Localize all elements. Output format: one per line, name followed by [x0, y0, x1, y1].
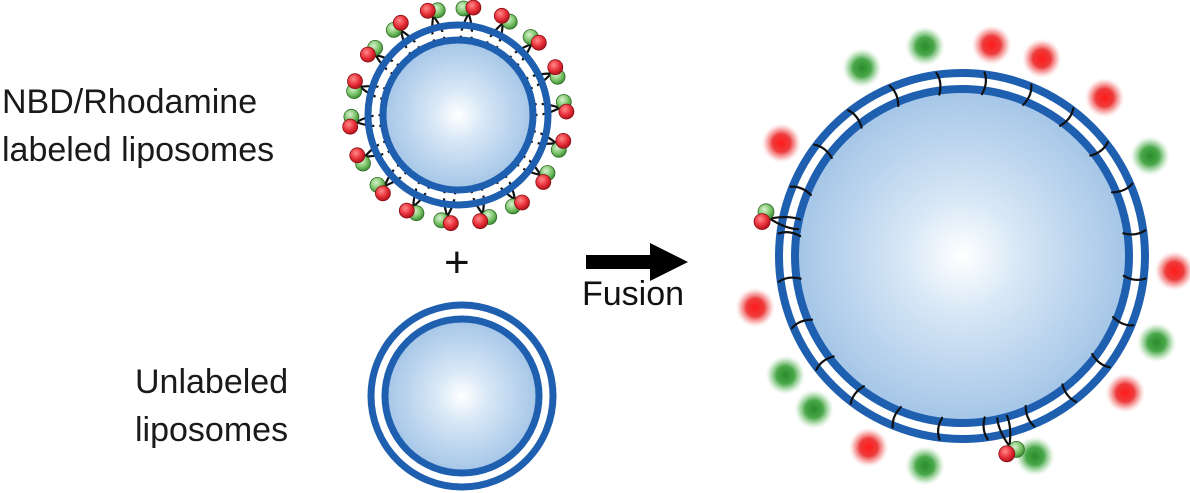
outer-membrane	[367, 301, 557, 491]
inner-membrane	[791, 85, 1133, 427]
lipid-tail	[1091, 353, 1111, 369]
unlabeled-liposome	[367, 301, 557, 491]
lipid-tail	[1059, 107, 1075, 127]
lipid-tail	[815, 355, 835, 371]
lipid-tail	[1089, 141, 1109, 157]
outer-membrane	[775, 69, 1149, 443]
lipid-tail	[813, 143, 833, 159]
lipid-tail	[1112, 316, 1135, 327]
lipid-tail	[1022, 83, 1033, 106]
lipid-tail	[888, 84, 900, 108]
lipid-tail	[777, 230, 802, 238]
lipid-tail	[1061, 383, 1077, 403]
membrane-gap	[373, 30, 543, 200]
rhodamine-glow	[761, 123, 802, 164]
inner-membrane	[379, 36, 537, 194]
lipid-tail	[936, 416, 944, 441]
lipid-tail	[1110, 182, 1134, 194]
probe-lipid	[753, 203, 802, 231]
fusion-label: Fusion	[582, 275, 685, 313]
rhodamine-glow	[1154, 250, 1190, 291]
membrane-gap	[375, 309, 549, 483]
nbd-glow	[1136, 322, 1177, 363]
unlabeled-label-line2: liposomes	[135, 411, 289, 449]
rhodamine-glow	[848, 427, 889, 468]
labeled-liposome	[342, 0, 575, 232]
nbd-glow	[905, 26, 945, 67]
lipid-tail	[980, 71, 988, 96]
plus-sign: +	[444, 238, 470, 287]
fusion-arrow-icon	[586, 243, 688, 281]
lipid-tails	[777, 71, 1147, 441]
rhodamine-glow	[735, 287, 776, 328]
lipid-tail	[777, 276, 802, 283]
unlabeled-liposomes-label: Unlabeled liposomes	[135, 358, 288, 454]
rhodamine-glow	[1084, 77, 1125, 118]
lipid-tail	[847, 109, 863, 129]
membrane-gap	[784, 78, 1140, 434]
inner-membrane	[381, 315, 543, 477]
lipid-tail	[849, 385, 865, 405]
lipid-tail	[790, 318, 814, 330]
lipid-tail	[1122, 229, 1147, 236]
labeled-label-line1: NBD/Rhodamine	[2, 83, 258, 121]
nbd-glow	[765, 355, 806, 396]
probe-lipids	[753, 203, 1025, 463]
unlabeled-label-line1: Unlabeled	[135, 363, 289, 401]
lipid-tail	[1122, 274, 1147, 282]
lipid-tail	[1024, 404, 1036, 428]
lipid-tail	[935, 71, 942, 96]
probe-lipid	[996, 414, 1025, 463]
lipid-tail	[789, 185, 812, 196]
fused-liposome	[735, 25, 1190, 486]
rhodamine-glow	[1105, 372, 1146, 413]
nbd-glow	[794, 389, 834, 430]
nbd-glow	[1130, 136, 1171, 176]
outer-membrane	[364, 21, 552, 209]
rhodamine-glow	[971, 25, 1012, 66]
lipid-tail	[982, 416, 989, 441]
labeled-label-line2: labeled liposomes	[2, 131, 275, 169]
rhodamine-glow	[1021, 38, 1062, 79]
labeled-liposomes-label: NBD/Rhodamine labeled liposomes	[2, 78, 274, 174]
lipid-tail	[891, 406, 902, 429]
diluted-fluorophores	[735, 25, 1190, 486]
nbd-glow	[842, 47, 882, 88]
nbd-glow	[1014, 436, 1055, 477]
nbd-glow	[905, 445, 945, 486]
